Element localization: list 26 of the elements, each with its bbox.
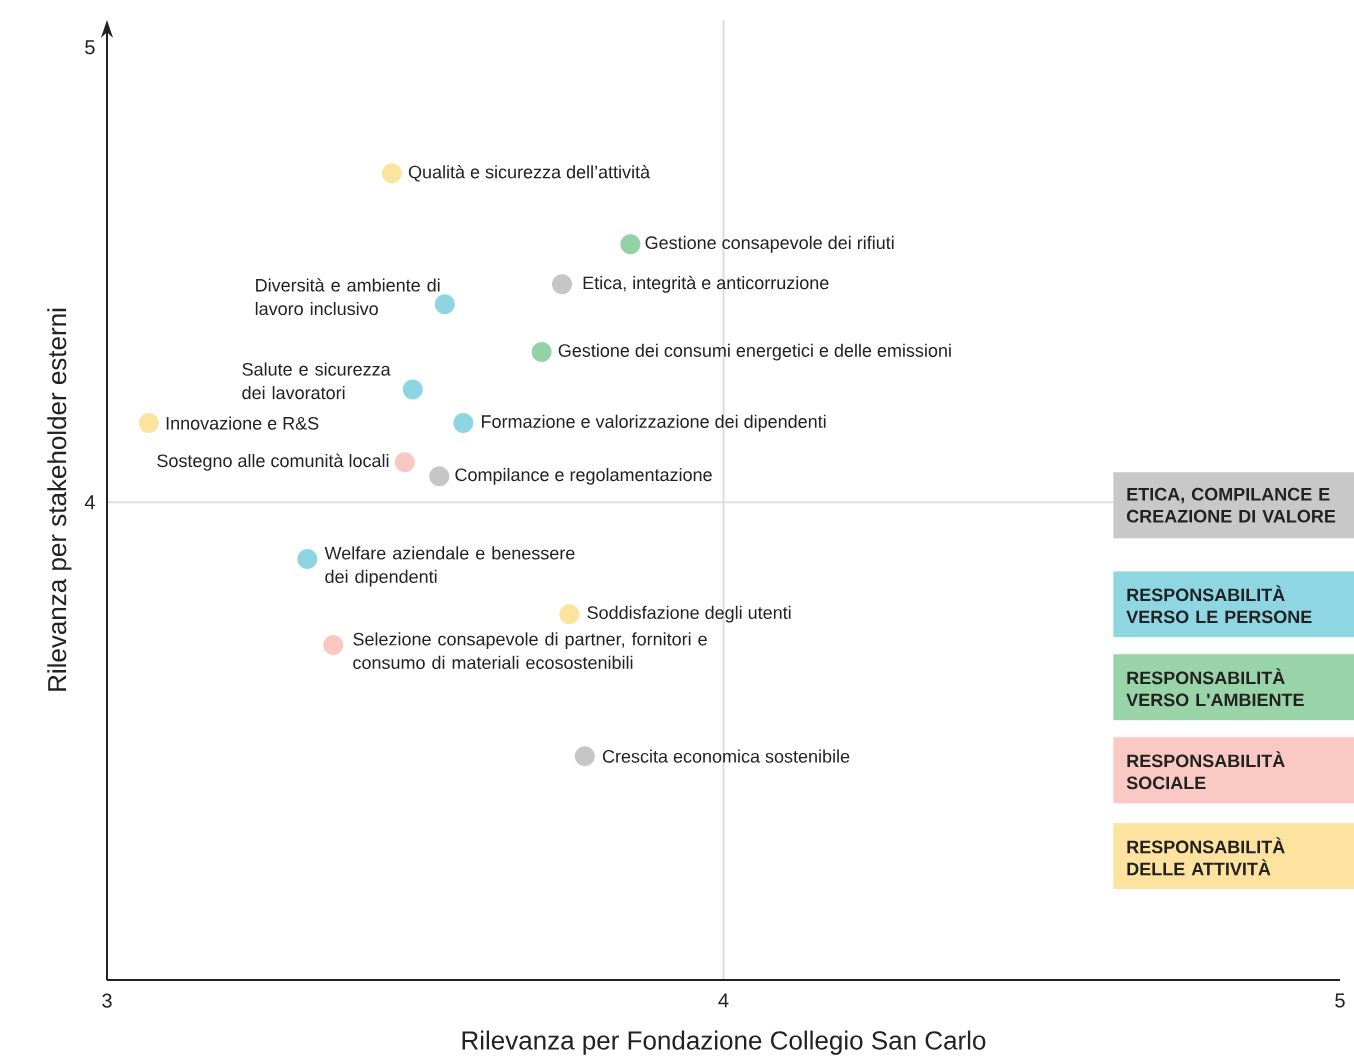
point-label: Selezione consapevole di partner, fornitori e consumo di materiali ecosostenibili — [353, 632, 707, 670]
point-label: Soddisfazione degli utenti — [587, 605, 791, 623]
tick-label: 5 — [1335, 993, 1345, 1008]
axis-title: Rilevanza per stakeholder esterni — [47, 308, 72, 691]
point-label: Qualità e sicurezza dell’attività — [408, 164, 651, 182]
point-label: Gestione consapevole dei rifiuti — [645, 235, 894, 253]
tick-label: 3 — [102, 993, 112, 1008]
legend-box: RESPONSABILITÀ SOCIALE — [1113, 737, 1354, 804]
point-label: Sostegno alle comunità locali — [157, 453, 389, 471]
legend-box: RESPONSABILITÀ VERSO L'AMBIENTE — [1113, 654, 1354, 721]
point-label: Crescita economica sostenibile — [602, 749, 850, 763]
tick-label: 4 — [718, 993, 729, 1008]
point-label: Compilance e regolamentazione — [455, 467, 712, 485]
point-label: Etica, integrità e anticorruzione — [583, 275, 829, 293]
point-label: Diversità e ambiente di lavoro inclusivo — [255, 278, 440, 316]
legend-box: ETICA, COMPILANCE E CREAZIONE DI VALORE — [1113, 472, 1354, 539]
legend-box: RESPONSABILITÀ VERSO LE PERSONE — [1113, 571, 1354, 638]
point-label: Salute e sicurezza dei lavoratori — [242, 362, 391, 400]
point-label: Welfare aziendale e benessere dei dipendenti — [324, 546, 575, 587]
tick-label: 5 — [85, 40, 95, 55]
point-label: Gestione dei consumi energetici e delle emissioni — [558, 343, 951, 361]
axis-title: Rilevanza per Fondazione Collegio San Carlo — [462, 1030, 986, 1055]
tick-label: 4 — [84, 495, 95, 510]
point-label: Innovazione e R&S — [166, 416, 319, 430]
legend-box: RESPONSABILITÀ DELLE ATTIVITÀ — [1113, 823, 1354, 890]
point-label: Formazione e valorizzazione dei dipendenti — [482, 414, 826, 432]
